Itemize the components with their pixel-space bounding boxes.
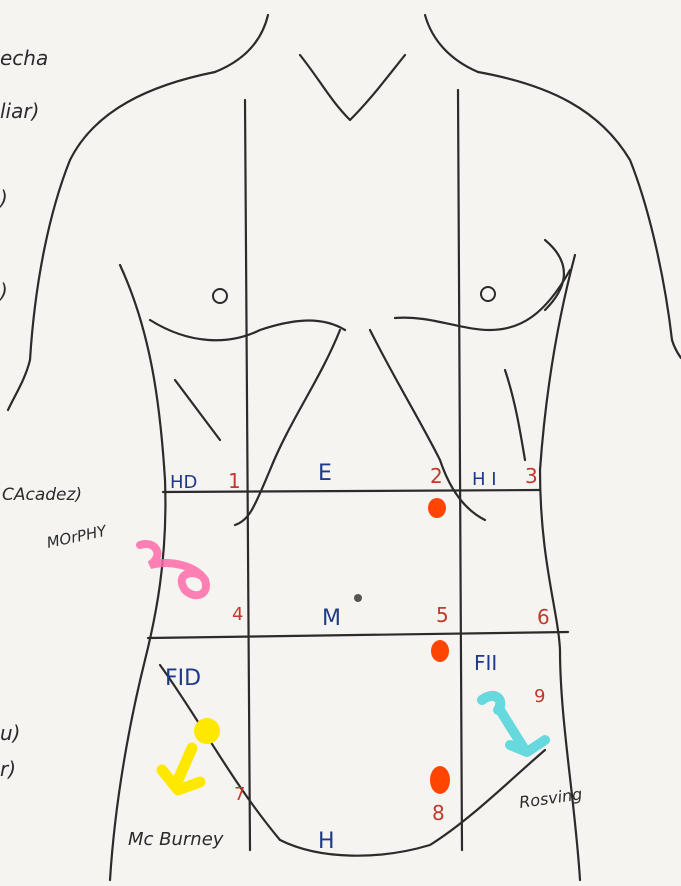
mcburney-sign-label: Mc Burney [128,829,224,850]
right-vertical-line [458,90,462,850]
margin-note: u) [0,721,20,745]
margin-note: liar) [0,99,39,123]
right-shoulder-outline [478,72,681,358]
right-ribs-sketch [505,370,525,460]
margin-note: echa [0,46,48,70]
region-label-h: H [318,829,335,854]
neck-left-outline [215,15,268,72]
point-marker [431,640,449,662]
region-label-fii: FII [474,651,497,675]
pink-scribble [140,544,206,595]
point-number-9: 9 [534,686,545,707]
yellow-point-marker [194,718,220,744]
point-number-7: 7 [234,784,245,805]
lower-horizontal-line [148,632,568,638]
left-ribcage [235,330,340,525]
right-chest-curve [545,240,564,310]
point-number-3: 3 [525,464,538,488]
region-label-e: E [318,461,332,486]
region-label-hi: H I [472,469,497,490]
region-label-hd: HD [170,472,197,493]
point-number-2: 2 [430,464,443,488]
point-number-8: 8 [432,801,445,825]
upper-horizontal-line [163,490,540,492]
left-nipple [213,289,227,303]
left-ribs-sketch [175,380,220,440]
navel [354,594,362,602]
margin-note: ) [0,186,8,210]
nipples [213,287,495,303]
murphy-note: MOrPHY [45,521,110,552]
left-vertical-line [245,100,250,850]
point-number-6: 6 [537,605,550,629]
left-torso-outline [110,265,165,880]
courvoisier-note: CAcadez) [2,485,82,505]
margin-note: ) [0,279,8,303]
right-pectoral [395,270,570,330]
right-nipple [481,287,495,301]
point-marker [428,498,446,518]
point-number-4: 4 [232,604,243,625]
arrow-marker [162,748,200,790]
clavicle-notch [300,55,405,120]
point-number-5: 5 [436,603,449,627]
margin-note: r) [0,757,16,781]
neck-right-outline [425,15,478,72]
point-number-1: 1 [228,469,241,493]
point-marker [430,766,450,794]
region-label-fid: FID [165,666,201,691]
region-label-m: M [322,606,341,631]
